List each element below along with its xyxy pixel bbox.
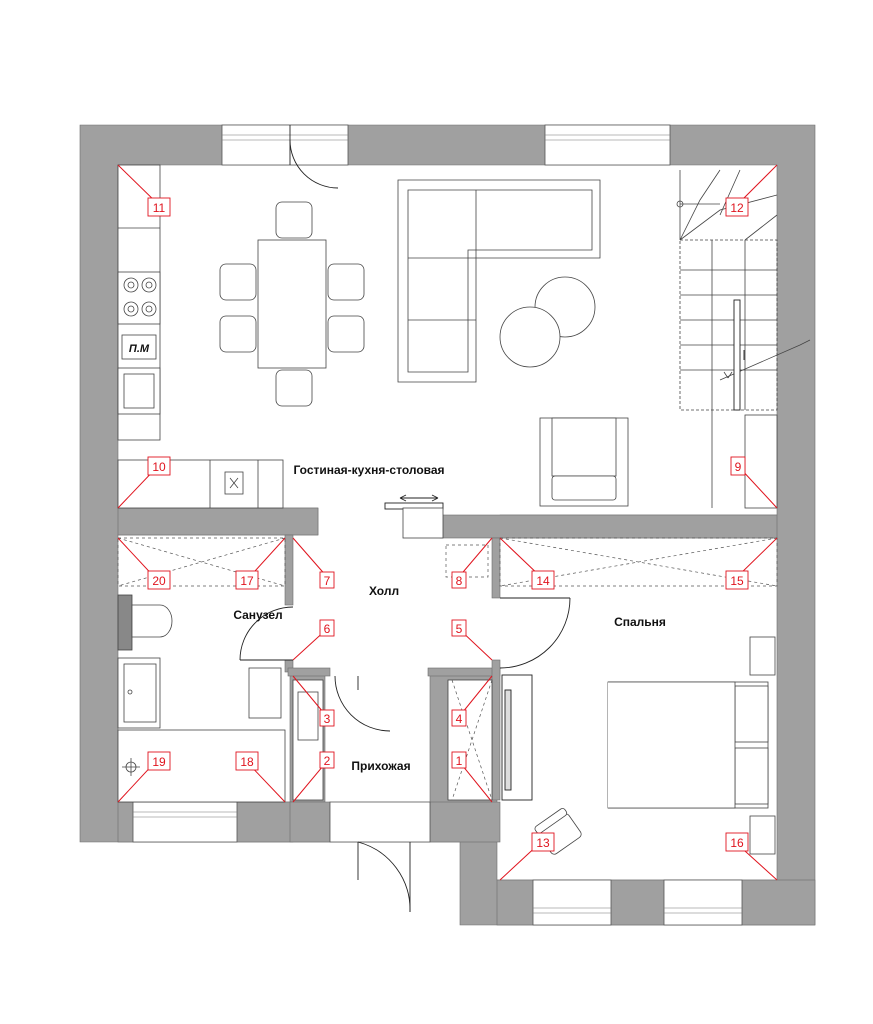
marker-7: 7 — [324, 574, 331, 588]
wall-entry-bedroom — [491, 659, 501, 801]
marker-3: 3 — [324, 712, 331, 726]
wall-living-bedroom — [439, 514, 778, 539]
marker-4: 4 — [456, 712, 463, 726]
door-swing-balcony — [289, 139, 339, 189]
room-label-bathroom: Санузел — [233, 608, 282, 622]
marker-15: 15 — [730, 574, 744, 588]
openings — [132, 124, 743, 926]
chair — [219, 263, 257, 301]
room-label-entry: Прихожая — [351, 759, 410, 773]
marker-6: 6 — [324, 622, 331, 636]
chair — [275, 201, 313, 239]
coffee-tables — [499, 276, 596, 368]
washing-machine — [248, 667, 282, 719]
bath-counter — [117, 729, 286, 803]
window-bedroom-right — [663, 879, 743, 926]
wall-entry-right — [427, 667, 501, 677]
door-swing-bathroom — [239, 606, 294, 661]
chair — [275, 369, 313, 407]
marker-13: 13 — [536, 836, 550, 850]
corner-sofa — [397, 179, 601, 383]
dining-table — [257, 239, 327, 369]
door-swing-entry — [334, 675, 391, 732]
bathroom-fixtures — [117, 594, 286, 803]
room-labels: Гостиная-кухня-столовая Холл Санузел Спа… — [233, 463, 666, 773]
installation — [117, 594, 133, 651]
room-label-living: Гостиная-кухня-столовая — [293, 463, 444, 477]
house-logo-icon — [41, 965, 69, 993]
room-label-bedroom: Спальня — [614, 615, 666, 629]
dishwasher-label: П.М — [129, 343, 150, 355]
tv-bedroom — [501, 674, 533, 801]
wall-kitchen-bath — [117, 507, 319, 536]
wardrobe — [447, 679, 493, 801]
window-bathroom — [132, 801, 238, 843]
chair — [327, 263, 365, 301]
wall-hall-bedroom — [491, 537, 501, 599]
nightstand — [749, 636, 776, 676]
doors — [239, 125, 571, 913]
dishwasher — [121, 334, 157, 360]
watermark-brand: Домклик — [78, 967, 182, 991]
kitchen-counter — [117, 164, 284, 509]
entrance-door-opening — [329, 801, 431, 843]
wall-entry-bottom-r — [429, 801, 501, 843]
window-top-left — [221, 124, 349, 166]
marker-14: 14 — [536, 574, 550, 588]
nightstand — [749, 815, 776, 855]
toilet — [131, 604, 173, 638]
shower — [117, 657, 161, 729]
room-label-hall: Холл — [369, 584, 399, 598]
marker-2: 2 — [324, 754, 331, 768]
marker-20: 20 — [152, 574, 166, 588]
watermark: Домклик — [40, 964, 182, 994]
armchair — [539, 417, 629, 507]
door-swing-bedroom — [499, 597, 571, 669]
entry-furniture — [292, 679, 493, 801]
marker-9: 9 — [735, 460, 742, 474]
window-bedroom-left — [532, 879, 612, 926]
marker-11: 11 — [153, 201, 166, 215]
window-top-right — [544, 124, 671, 166]
marker-19: 19 — [152, 755, 166, 769]
dining-set — [219, 201, 365, 407]
camera-marker-labels: 1 2 3 4 5 6 7 8 9 10 11 12 13 14 15 16 1… — [152, 201, 744, 850]
wall-entry-bottom-l — [289, 801, 331, 843]
marker-12: 12 — [730, 201, 744, 215]
door-swing-entrance — [357, 841, 411, 913]
marker-8: 8 — [456, 574, 463, 588]
marker-16: 16 — [730, 836, 744, 850]
wall-entry-left — [287, 667, 331, 677]
kitchen-counter-bottom — [117, 459, 284, 509]
bedroom-furniture — [534, 636, 776, 855]
marker-1: 1 — [456, 754, 463, 768]
chair — [327, 315, 365, 353]
marker-10: 10 — [152, 460, 166, 474]
marker-5: 5 — [456, 622, 463, 636]
marker-18: 18 — [240, 755, 254, 769]
tv-living — [733, 299, 745, 411]
marker-17: 17 — [240, 574, 254, 588]
wall-bath-hall — [284, 534, 294, 606]
hall-console — [402, 507, 444, 539]
camera-marker-boxes — [147, 197, 749, 852]
staircase — [676, 169, 811, 508]
window-glazing — [133, 134, 742, 914]
chair — [219, 315, 257, 353]
cabinet-living — [744, 414, 778, 509]
